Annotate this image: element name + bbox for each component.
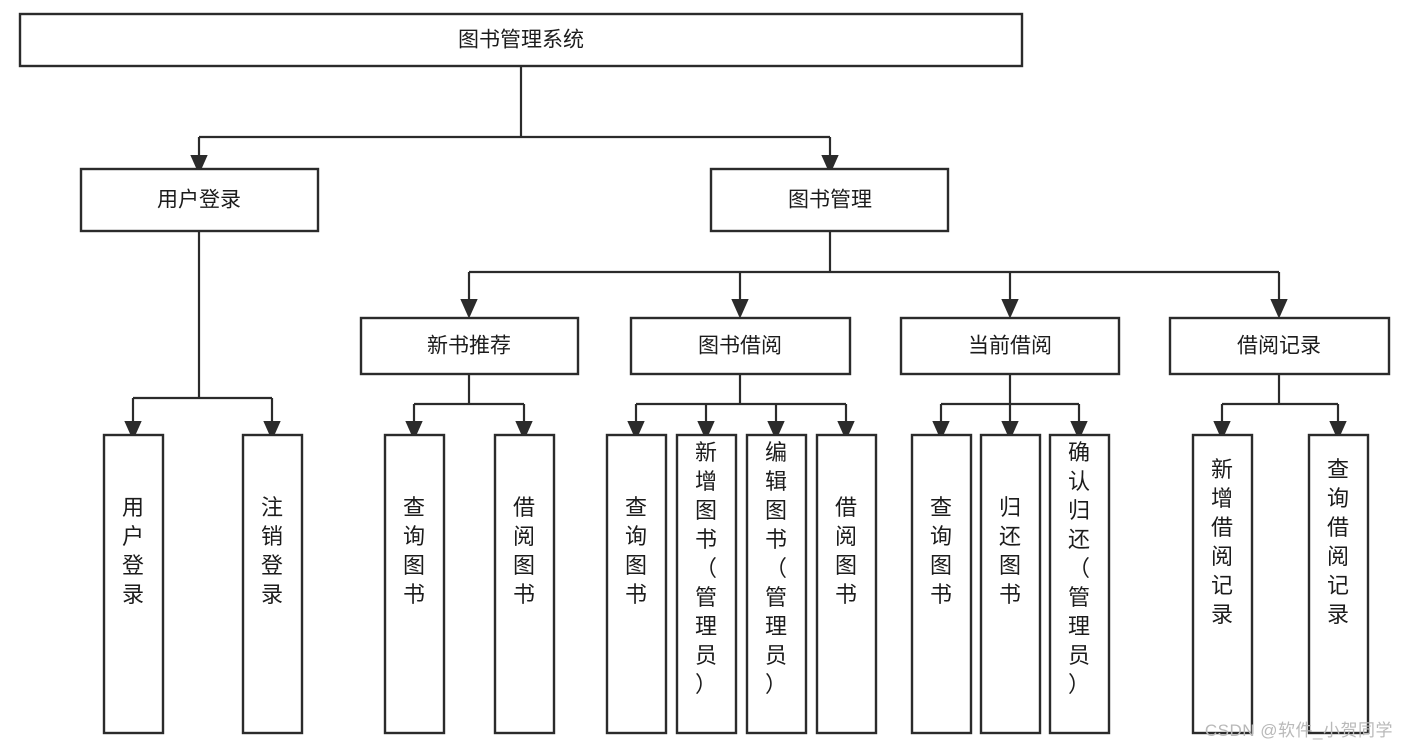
connector-group-user-login bbox=[124, 231, 281, 441]
node-root-label: 图书管理系统 bbox=[458, 29, 584, 52]
node-current-borrow-label: 当前借阅 bbox=[968, 335, 1052, 358]
leaf-box bbox=[605, 433, 668, 735]
node-current-borrow[interactable]: 当前借阅 bbox=[899, 316, 1121, 376]
leaf-box bbox=[383, 433, 446, 735]
leaf-label: 查询图书 bbox=[930, 495, 952, 607]
leaf-node-book-borrow-3[interactable]: 编辑图书（管理员） bbox=[745, 433, 808, 735]
connector-group-book-manage bbox=[460, 231, 1288, 319]
node-borrow-records-box bbox=[1168, 316, 1391, 376]
node-borrow-records[interactable]: 借阅记录 bbox=[1168, 316, 1391, 376]
leaf-node-current-borrow-1[interactable]: 查询图书 bbox=[910, 433, 973, 735]
node-book-management-label: 图书管理 bbox=[788, 189, 872, 212]
leaf-box bbox=[1191, 433, 1254, 735]
connector-group-book-borrow bbox=[627, 374, 855, 441]
leaf-label: 查询图书 bbox=[625, 495, 647, 607]
leaf-node-borrow-records-2[interactable]: 查询借阅记录 bbox=[1307, 433, 1370, 735]
leaf-box bbox=[1307, 433, 1370, 735]
connector-group-root bbox=[190, 66, 839, 175]
leaf-node-new-book-2[interactable]: 借阅图书 bbox=[493, 433, 556, 735]
leaf-label: 注销登录 bbox=[261, 495, 283, 607]
leaf-label: 新增借阅记录 bbox=[1211, 457, 1233, 627]
leaf-node-user-login-2[interactable]: 注销登录 bbox=[241, 433, 304, 735]
node-book-management-box bbox=[709, 167, 950, 233]
leaf-label: 用户登录 bbox=[122, 495, 144, 607]
leaf-label: 查询图书 bbox=[403, 495, 425, 607]
connector-group-new-book bbox=[405, 374, 533, 441]
leaf-box bbox=[241, 433, 304, 735]
leaf-box bbox=[1048, 433, 1111, 735]
node-book-management[interactable]: 图书管理 bbox=[709, 167, 950, 233]
node-new-book-recommend-label: 新书推荐 bbox=[427, 335, 511, 358]
leaf-node-book-borrow-2[interactable]: 新增图书（管理员） bbox=[675, 433, 738, 735]
leaf-box bbox=[815, 433, 878, 735]
node-new-book-recommend[interactable]: 新书推荐 bbox=[359, 316, 580, 376]
leaf-box bbox=[675, 433, 738, 735]
node-user-login-box bbox=[79, 167, 320, 233]
leaf-label: 新增图书（管理员） bbox=[695, 440, 717, 697]
leaf-box bbox=[745, 433, 808, 735]
leaf-box bbox=[910, 433, 973, 735]
leaf-node-borrow-records-1[interactable]: 新增借阅记录 bbox=[1191, 433, 1254, 735]
leaf-box bbox=[102, 433, 165, 735]
node-root-box bbox=[18, 12, 1024, 68]
leaf-label: 查询借阅记录 bbox=[1327, 457, 1349, 627]
node-user-login-label: 用户登录 bbox=[157, 189, 241, 212]
leaf-node-current-borrow-2[interactable]: 归还图书 bbox=[979, 433, 1042, 735]
leaf-node-new-book-1[interactable]: 查询图书 bbox=[383, 433, 446, 735]
node-user-login[interactable]: 用户登录 bbox=[79, 167, 320, 233]
leaf-label: 确认归还（管理员） bbox=[1068, 440, 1090, 697]
connector-group-current-borrow bbox=[932, 374, 1088, 441]
node-root-book-management-system[interactable]: 图书管理系统 bbox=[18, 12, 1024, 68]
node-borrow-records-label: 借阅记录 bbox=[1237, 335, 1321, 358]
leaf-box bbox=[979, 433, 1042, 735]
leaf-node-current-borrow-3[interactable]: 确认归还（管理员） bbox=[1048, 433, 1111, 735]
connector-group-borrow-records bbox=[1213, 374, 1347, 441]
leaf-label: 编辑图书（管理员） bbox=[765, 440, 787, 697]
leaf-label: 借阅图书 bbox=[513, 495, 535, 607]
node-book-borrow[interactable]: 图书借阅 bbox=[629, 316, 852, 376]
node-book-borrow-label: 图书借阅 bbox=[698, 335, 782, 358]
node-current-borrow-box bbox=[899, 316, 1121, 376]
leaf-node-book-borrow-4[interactable]: 借阅图书 bbox=[815, 433, 878, 735]
leaf-node-user-login-1[interactable]: 用户登录 bbox=[102, 433, 165, 735]
node-book-borrow-box bbox=[629, 316, 852, 376]
leaf-box bbox=[493, 433, 556, 735]
node-new-book-recommend-box bbox=[359, 316, 580, 376]
leaf-label: 归还图书 bbox=[999, 495, 1021, 607]
leaf-label: 借阅图书 bbox=[835, 495, 857, 607]
leaf-node-book-borrow-1[interactable]: 查询图书 bbox=[605, 433, 668, 735]
